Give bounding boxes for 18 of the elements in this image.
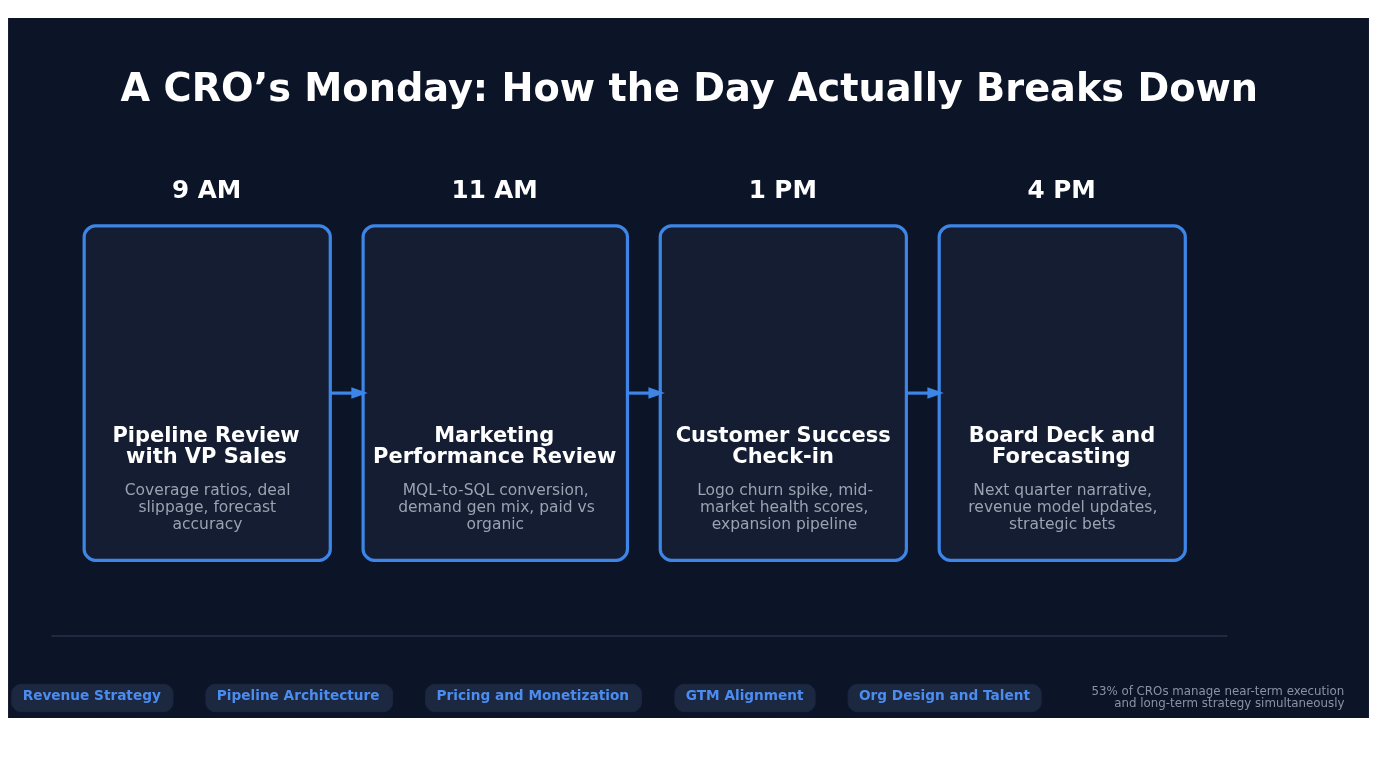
node-label: 4 PM [1027,174,1096,204]
node-label: 9 AM [172,174,242,204]
node-box: Pipeline Architecture [205,683,394,712]
node-box: Org Design and Talent [847,683,1042,712]
node-box: Customer Success Check-in Logo churn spike, mid-market health scores, expansion pipeline [658,223,908,562]
node-label: 1 PM [748,174,817,204]
node-box: Pricing and Monetization [425,683,643,712]
node-box: Revenue Strategy [11,683,174,712]
node-box: Pipeline Review with VP Sales Coverage ratios, deal slippage, forecast accuracy [82,223,332,562]
label: 53% of CROs manage near-term execution and long-term strategy simultaneously [1091,683,1345,710]
node-box: Board Deck and Forecasting Next quarter narrative, revenue model updates, strategic bets [937,223,1187,562]
node-label: 11 AM [451,174,538,204]
arrow [627,386,665,399]
diagram-title: A CRO’s Monday: How the Day Actually Breaks Down [120,64,1259,110]
arrow [906,386,944,399]
arrow [330,386,368,399]
node-box: GTM Alignment [674,683,816,712]
node-box: Marketing Performance Review MQL-to-SQL conversion, demand gen mix, paid vs organic [361,223,630,562]
